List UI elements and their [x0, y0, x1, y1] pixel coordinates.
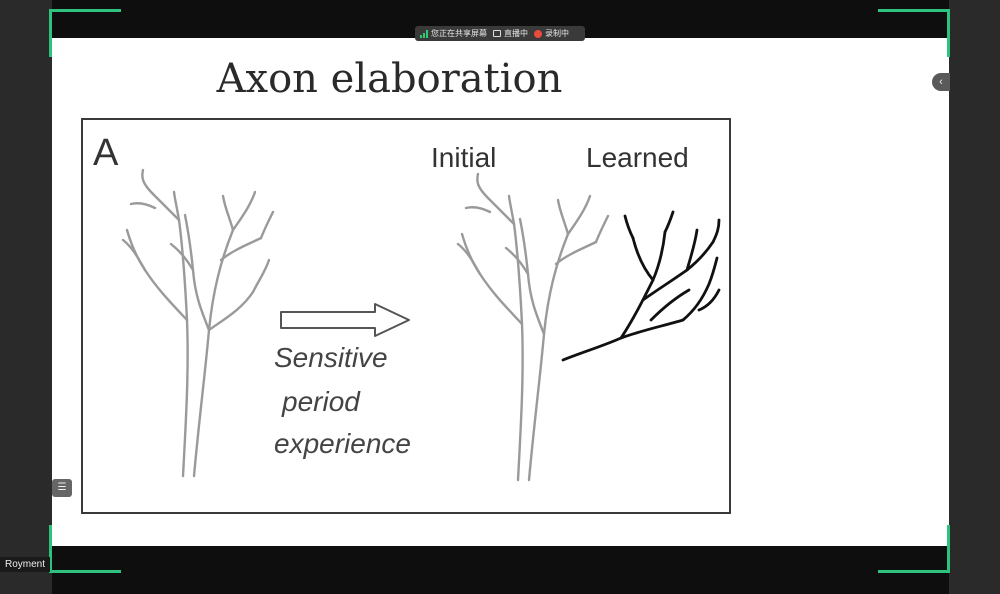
right-axon-tree-learned	[561, 210, 721, 362]
sharing-status[interactable]: 您正在共享屏幕	[420, 28, 487, 39]
right-axon-tree-initial	[456, 172, 610, 482]
experience-arrow	[280, 303, 410, 337]
arrow-caption-line-2: period	[282, 386, 360, 417]
participant-name: Royment	[0, 557, 51, 572]
learned-label: Learned	[586, 142, 689, 173]
frame-corner-bottom-right	[878, 525, 950, 573]
frame-corner-top-right	[878, 9, 950, 57]
frame-corner-bottom-left	[49, 525, 121, 573]
axon-tree-illustration	[121, 168, 721, 482]
recording-icon	[534, 29, 542, 38]
left-axon-tree	[121, 168, 275, 478]
live-status[interactable]: 直播中	[493, 28, 528, 39]
right-panel-background	[949, 0, 1000, 594]
shared-slide: Axon elaboration A Initial Learned	[52, 38, 949, 546]
screen-share-status-bar[interactable]: 您正在共享屏幕 直播中 录制中	[415, 26, 585, 41]
live-label: 直播中	[504, 29, 528, 38]
sharing-label: 您正在共享屏幕	[431, 29, 487, 38]
recording-label: 录制中	[545, 29, 569, 38]
arrow-caption-line-1: Sensitive	[274, 342, 388, 373]
axon-figure: A Initial Learned	[81, 118, 731, 514]
frame-corner-top-left	[49, 9, 121, 57]
recording-status[interactable]: 录制中	[534, 28, 569, 39]
slide-title: Axon elaboration	[216, 56, 563, 102]
arrow-caption-line-3: experience	[274, 428, 411, 459]
collapse-panel-button[interactable]: ‹	[932, 73, 950, 91]
panel-label: A	[93, 132, 119, 174]
bottom-letterbox	[52, 546, 949, 594]
left-panel-background	[0, 0, 52, 594]
live-icon	[493, 30, 501, 37]
signal-icon	[420, 29, 428, 38]
initial-label: Initial	[431, 142, 497, 173]
list-icon[interactable]: ☰	[52, 479, 72, 497]
